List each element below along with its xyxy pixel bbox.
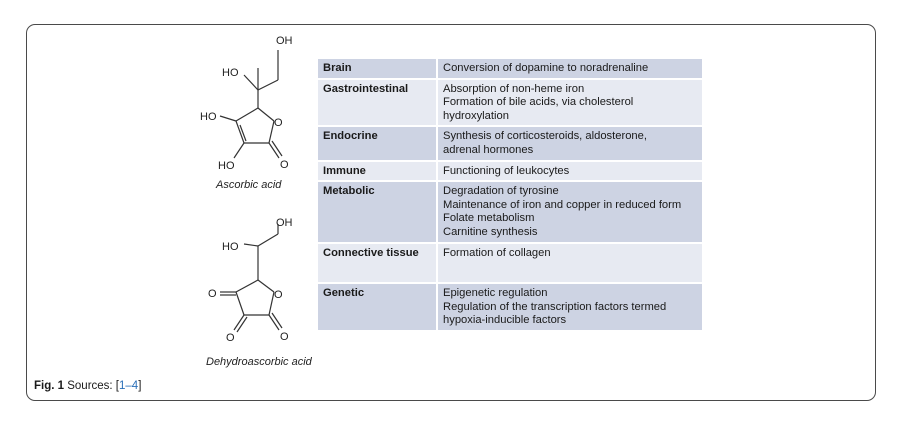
function-cell: Formation of collagen <box>436 242 702 285</box>
function-line: adrenal hormones <box>443 143 534 156</box>
table-row: Genetic Epigenetic regulation Regulation… <box>318 283 702 332</box>
atom-label: HO <box>200 111 217 123</box>
system-cell: Endocrine <box>318 126 437 162</box>
function-line: Functioning of leukocytes <box>443 164 570 177</box>
function-cell: Epigenetic regulation Regulation of the … <box>436 283 702 332</box>
ascorbic-acid-structure <box>219 50 283 159</box>
figure-frame <box>26 24 876 401</box>
function-table: Brain Conversion of dopamine to noradren… <box>318 59 702 332</box>
atom-label: O <box>274 289 283 301</box>
caption-text-suffix: ] <box>138 380 142 392</box>
system-cell: Connective tissue <box>318 242 437 285</box>
function-line: Folate metabolism <box>443 212 535 225</box>
table-row: Gastrointestinal Absorption of non-heme … <box>318 78 702 128</box>
atom-label: HO <box>222 241 239 253</box>
atom-label: O <box>280 331 289 343</box>
function-cell: Absorption of non-heme iron Formation of… <box>436 78 702 128</box>
system-cell: Metabolic <box>318 181 437 244</box>
function-line: Epigenetic regulation <box>443 287 548 300</box>
atom-label: HO <box>222 67 239 79</box>
function-line: Formation of collagen <box>443 246 551 259</box>
function-line: Carnitine synthesis <box>443 225 538 238</box>
function-line: hydroxylation <box>443 109 509 122</box>
figure-label: Fig. 1 <box>34 380 65 392</box>
table-row: Connective tissue Formation of collagen <box>318 242 702 285</box>
dehydroascorbic-acid-atom-labels: OH HO O O O O <box>208 217 293 344</box>
structures-drawing: OH HO HO O HO O OH H <box>200 35 293 344</box>
system-cell: Genetic <box>318 283 437 332</box>
atom-label: O <box>226 332 235 344</box>
function-line: Formation of bile acids, via cholesterol <box>443 96 634 109</box>
system-cell: Brain <box>318 59 437 80</box>
table-row: Metabolic Degradation of tyrosine Mainte… <box>318 181 702 244</box>
function-line: Regulation of the transcription factors … <box>443 300 667 313</box>
system-cell: Immune <box>318 160 437 183</box>
dehydroascorbic-acid-structure <box>220 224 283 333</box>
function-cell: Degradation of tyrosine Maintenance of i… <box>436 181 702 244</box>
dehydroascorbic-acid-label: Dehydroascorbic acid <box>206 356 312 368</box>
function-line: Absorption of non-heme iron <box>443 82 585 95</box>
function-line: Maintenance of iron and copper in reduce… <box>443 198 682 211</box>
function-cell: Synthesis of corticosteroids, aldosteron… <box>436 126 702 162</box>
caption-text-prefix: Sources: [ <box>67 380 120 392</box>
function-line: hypoxia-inducible factors <box>443 314 567 327</box>
table-row: Endocrine Synthesis of corticosteroids, … <box>318 126 702 162</box>
atom-label: OH <box>276 217 293 229</box>
reference-link[interactable]: 1–4 <box>119 380 139 392</box>
atom-label: HO <box>218 160 235 172</box>
chemical-structures: OH HO HO O HO O OH H <box>196 28 326 378</box>
ascorbic-acid-label: Ascorbic acid <box>216 179 282 191</box>
table-row: Immune Functioning of leukocytes <box>318 160 702 183</box>
function-cell: Conversion of dopamine to noradrenaline <box>436 59 702 80</box>
table-row: Brain Conversion of dopamine to noradren… <box>318 59 702 80</box>
function-line: Synthesis of corticosteroids, aldosteron… <box>443 130 647 143</box>
atom-label: O <box>208 288 217 300</box>
function-line: Conversion of dopamine to noradrenaline <box>443 62 649 74</box>
function-line: Degradation of tyrosine <box>443 185 559 198</box>
atom-label: O <box>274 117 283 129</box>
function-cell: Functioning of leukocytes <box>436 160 702 183</box>
figure-caption: Fig. 1 Sources: [1–4] <box>34 380 141 392</box>
system-cell: Gastrointestinal <box>318 78 437 128</box>
atom-label: OH <box>276 35 293 47</box>
atom-label: O <box>280 159 289 171</box>
ascorbic-acid-atom-labels: OH HO HO O HO O <box>200 35 293 172</box>
